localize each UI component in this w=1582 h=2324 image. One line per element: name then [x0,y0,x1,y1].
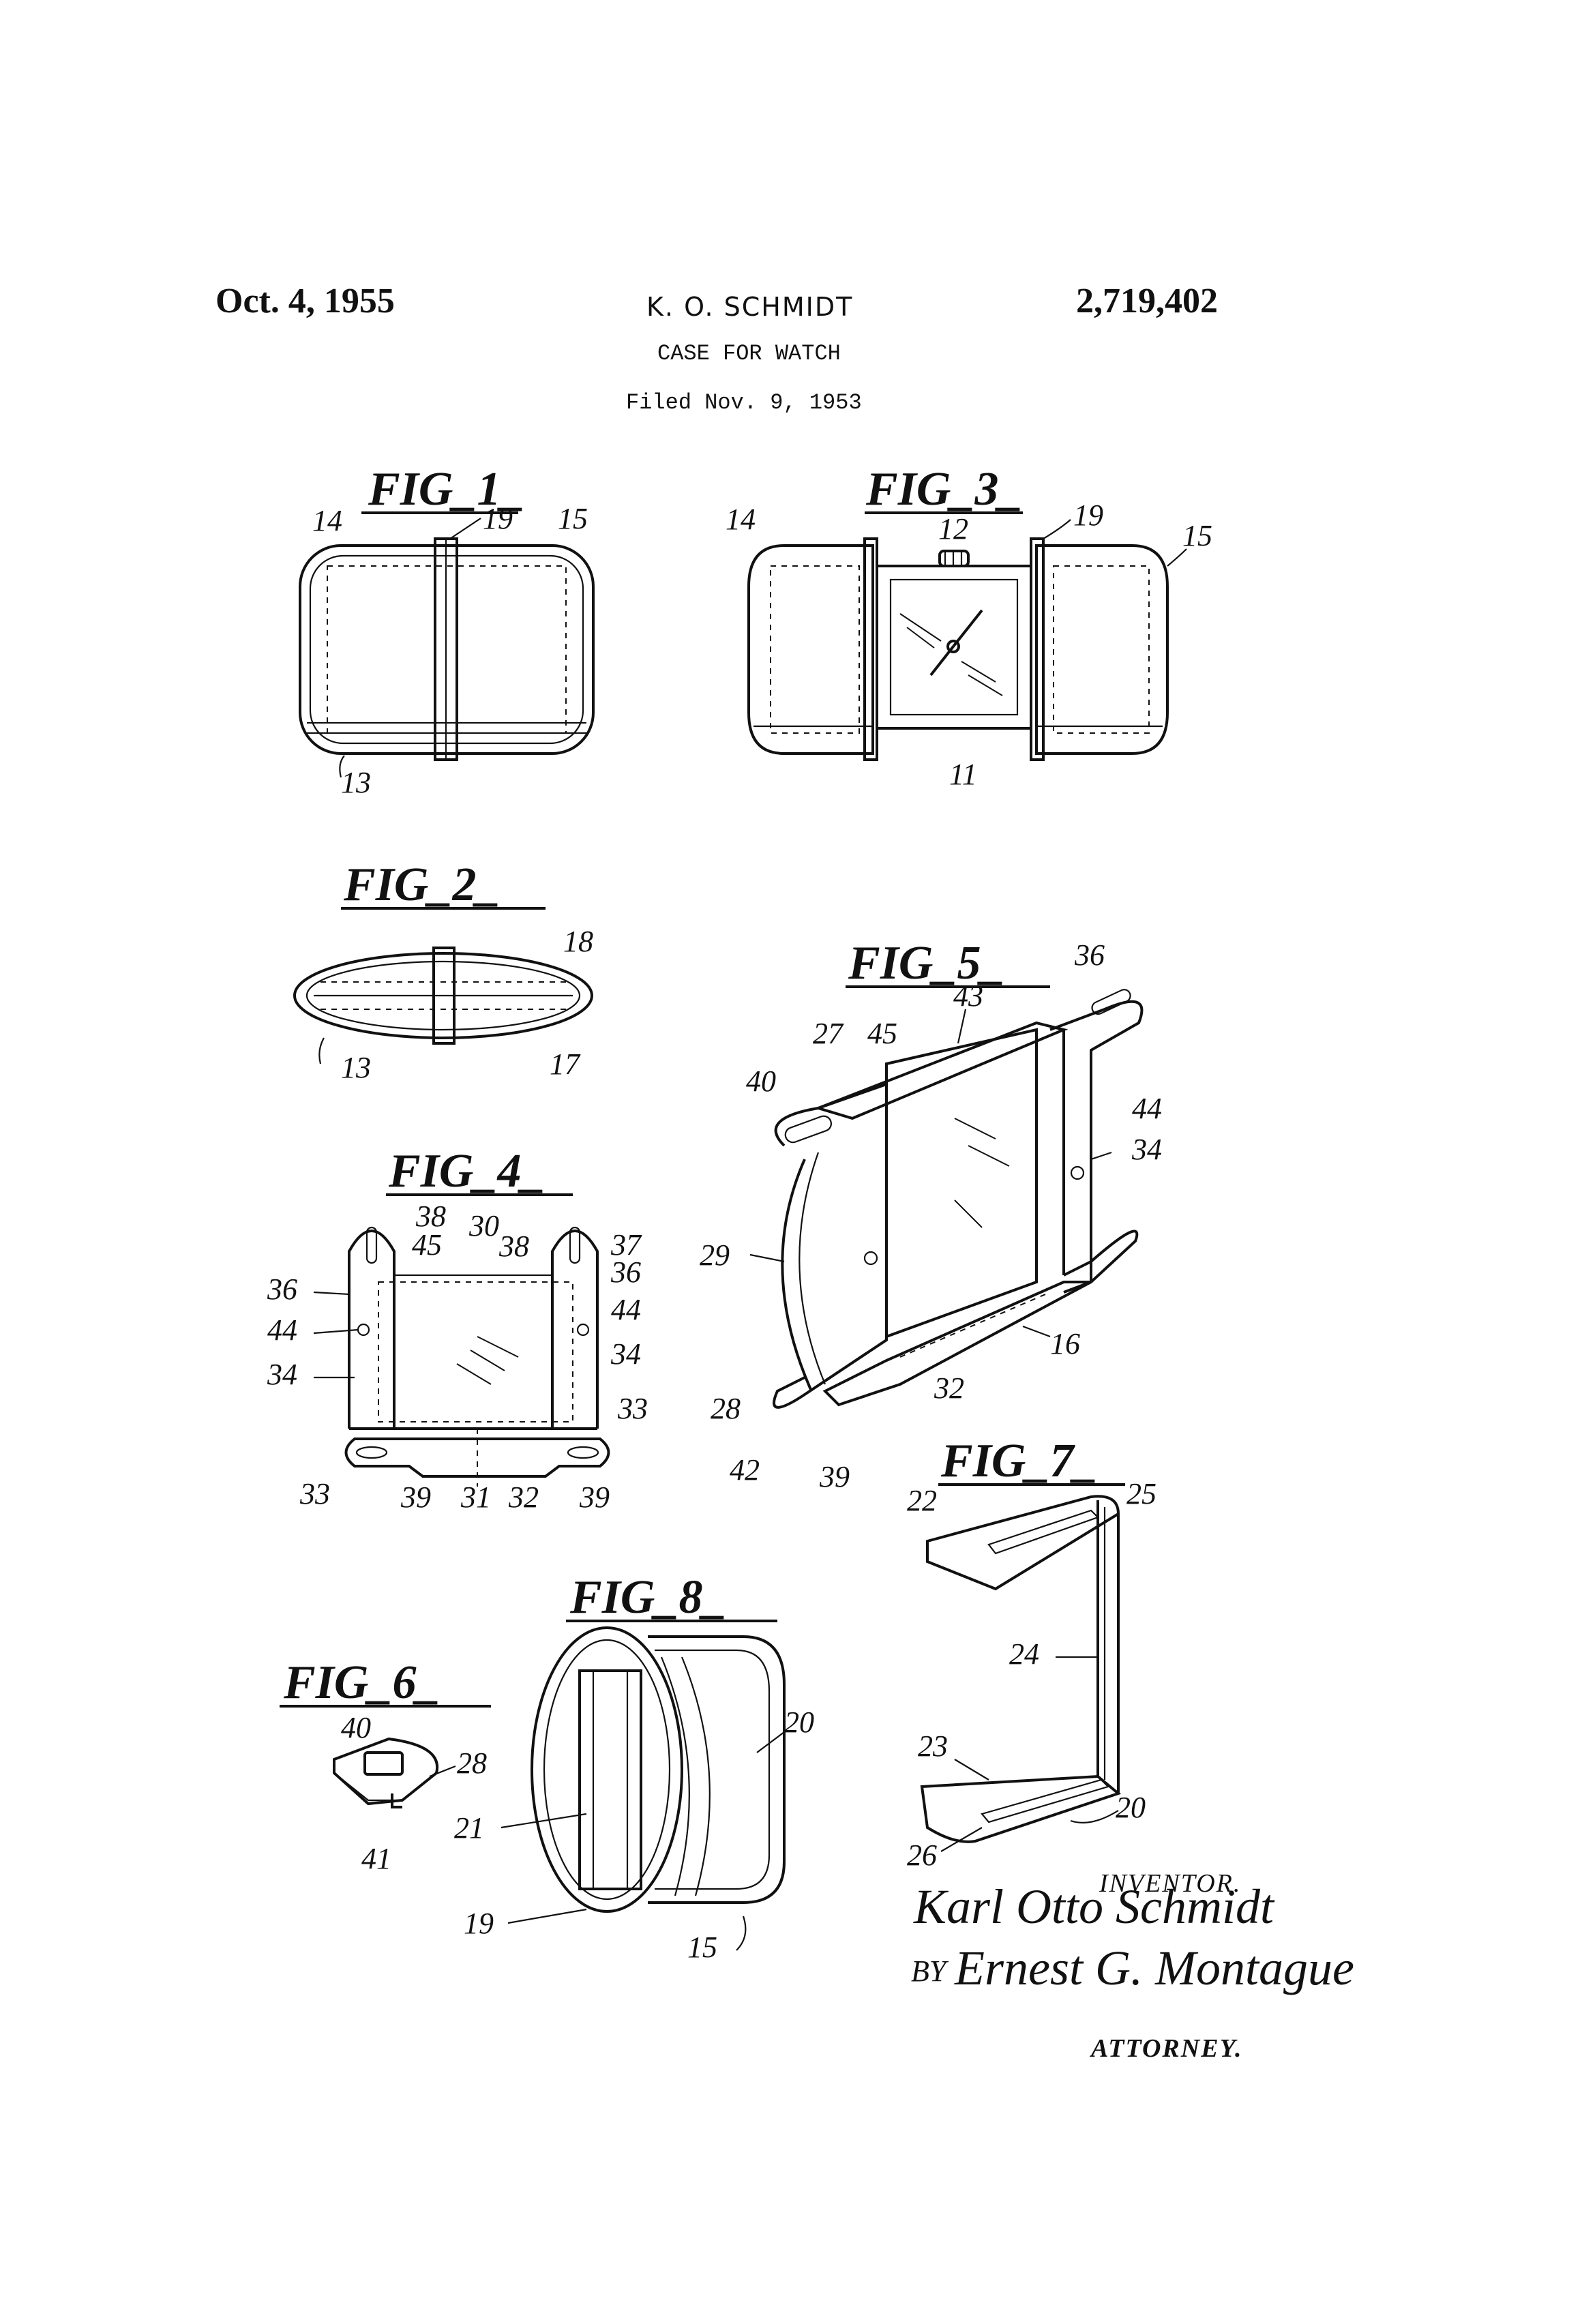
fig5-ref-44: 44 [1132,1092,1162,1125]
fig4-ref-36a: 36 [267,1272,297,1306]
fig2-label: FIG_2_ [343,859,500,911]
filed-date: Filed Nov. 9, 1953 [626,390,862,415]
fig6-label: FIG_6_ [283,1656,440,1709]
fig1-ref-19: 19 [483,502,513,535]
patent-title: CASE FOR WATCH [657,341,841,366]
fig4-ref-38b: 38 [498,1230,529,1263]
fig7-ref-20: 20 [1116,1791,1146,1824]
figure-5: FIG_5_ 36 43 27 45 40 44 34 29 16 28 [700,937,1162,1493]
fig3-ref-11: 11 [949,758,977,791]
fig5-ref-43: 43 [953,979,983,1013]
figure-1: FIG_1_ 14 19 15 13 [299,463,595,799]
figure-4: FIG_4_ 38 30 38 37 45 36 36 44 44 34 34 … [267,1145,648,1514]
fig5-label: FIG_5_ [848,937,1004,989]
figure-7: FIG_7_ 22 25 24 23 20 26 [907,1435,1156,1872]
fig5-ref-45: 45 [867,1017,897,1050]
fig7-ref-23: 23 [918,1729,948,1763]
fig5-ref-28: 28 [711,1392,741,1425]
fig4-ref-34a: 34 [267,1358,297,1391]
fig5-ref-42: 42 [730,1453,760,1487]
fig7-ref-24: 24 [1009,1637,1039,1671]
fig5-ref-34: 34 [1131,1133,1162,1166]
fig5-ref-40: 40 [746,1064,776,1098]
attorney-signature: Ernest G. Montague [954,1941,1354,1995]
patent-date: Oct. 4, 1955 [215,282,395,321]
figure-3: FIG_3_ 14 12 19 15 11 [726,463,1212,791]
fig4-ref-39a: 39 [400,1480,431,1514]
fig5-ref-36: 36 [1074,938,1105,972]
fig1-ref-15: 15 [558,502,588,535]
inventor-name: K. O. SCHMIDT [646,292,854,322]
fig4-ref-37: 37 [610,1228,642,1262]
fig6-ref-41: 41 [361,1842,391,1875]
fig4-ref-39b: 39 [579,1480,610,1514]
fig8-ref-15: 15 [687,1931,717,1964]
fig2-ref-13: 13 [341,1051,371,1084]
fig6-ref-40: 40 [341,1711,371,1744]
figure-2: FIG_2_ 18 13 17 [293,859,593,1084]
fig3-ref-19: 19 [1073,498,1103,532]
fig5-ref-32: 32 [934,1371,964,1405]
patent-number: 2,719,402 [1076,282,1218,321]
fig3-label: FIG_3_ [865,463,1022,516]
fig7-ref-22: 22 [907,1484,937,1517]
fig5-ref-27: 27 [813,1017,844,1050]
fig4-ref-38a: 38 [415,1200,446,1233]
fig3-ref-15: 15 [1182,519,1212,552]
fig1-ref-14: 14 [312,504,342,537]
fig8-label: FIG_8_ [569,1571,726,1624]
fig7-ref-25: 25 [1126,1477,1156,1510]
fig3-ref-14: 14 [726,503,756,536]
fig4-ref-33a: 33 [617,1392,648,1425]
inventor-label: INVENTOR. [1099,1869,1242,1898]
attorney-label: ATTORNEY. [1091,2034,1243,2063]
fig4-ref-45: 45 [412,1228,442,1262]
fig4-ref-36b: 36 [610,1255,641,1289]
fig7-label: FIG_7_ [940,1435,1097,1487]
fig5-ref-16: 16 [1050,1327,1080,1360]
fig4-ref-31: 31 [460,1480,491,1514]
fig7-ref-26: 26 [907,1838,937,1872]
fig2-ref-17: 17 [550,1047,581,1081]
fig1-label: FIG_1_ [368,463,524,516]
fig2-ref-18: 18 [563,925,593,958]
signature-block: Karl Otto Schmidt BY Ernest G. Montague [911,1879,1354,1995]
fig4-ref-33b: 33 [299,1477,330,1510]
fig4-ref-44b: 44 [611,1293,641,1326]
fig4-ref-32: 32 [508,1480,539,1514]
fig4-ref-44a: 44 [267,1313,297,1347]
fig4-ref-34b: 34 [610,1337,641,1371]
fig8-ref-20: 20 [784,1705,814,1739]
fig1-ref-13: 13 [341,766,371,799]
fig6-ref-28: 28 [457,1746,487,1780]
figure-8: FIG_8_ 20 21 19 15 [454,1571,814,1964]
fig8-ref-21: 21 [454,1811,484,1845]
by-label: BY [911,1954,949,1988]
fig3-ref-12: 12 [938,512,968,546]
fig8-ref-19: 19 [464,1907,494,1940]
fig5-ref-39: 39 [819,1460,850,1493]
fig4-label: FIG_4_ [388,1145,545,1197]
fig4-ref-30: 30 [468,1209,499,1242]
inventor-signature: Karl Otto Schmidt [913,1879,1275,1934]
figure-6: FIG_6_ 40 28 41 [280,1656,491,1875]
fig5-ref-29: 29 [700,1238,730,1272]
